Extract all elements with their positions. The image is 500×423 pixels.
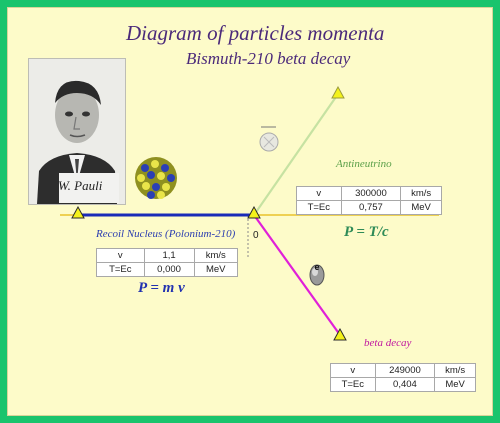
nucleus-formula: P = m v [138,280,185,296]
energy-value: 0,000 [143,262,195,277]
electron-icon [309,264,325,286]
nucleus-atom-icon [135,157,177,199]
table-row: T=Ec 0,404 MeV [330,377,476,392]
velocity-unit: km/s [400,186,442,201]
page-title: Diagram of particles momenta [126,21,385,45]
beta-label: beta decay [364,337,412,349]
beta-values-table: v 249000 km/s T=Ec 0,404 MeV [330,363,476,392]
energy-value: 0,757 [340,200,402,215]
velocity-label: v [96,248,145,263]
energy-unit: MeV [434,377,476,392]
nucleus-label: Recoil Nucleus (Polonium-210) [96,228,236,240]
velocity-label: v [296,186,342,201]
antineutrino-values-table: v 300000 km/s T=Ec 0,757 MeV [296,186,442,215]
nucleus-values-table: v 1,1 km/s T=Ec 0,000 MeV [96,248,239,277]
energy-value: 0,404 [374,377,436,392]
electron-symbol: e [314,262,319,272]
nucleus-handle[interactable] [71,205,85,219]
antineutrino-formula: P = T/c [344,224,389,240]
table-row: v 1,1 km/s [96,248,239,263]
velocity-unit: km/s [434,363,476,378]
portrait-photo [28,58,126,205]
page-subtitle: Bismuth-210 beta decay [186,49,351,68]
antineutrino-handle[interactable] [331,85,345,99]
velocity-value: 1,1 [143,248,195,263]
antineutrino-vector [253,93,339,216]
origin-label: 0 [253,230,259,241]
table-row: T=Ec 0,757 MeV [296,200,442,215]
energy-label: T=Ec [96,262,145,277]
velocity-unit: km/s [193,248,239,263]
table-row: T=Ec 0,000 MeV [96,262,239,277]
energy-label: T=Ec [330,377,376,392]
velocity-label: v [330,363,376,378]
origin-handle[interactable] [247,205,261,219]
diagram-panel: Diagram of particles momenta Bismuth-210… [7,7,493,416]
table-row: v 249000 km/s [330,363,476,378]
energy-unit: MeV [193,262,239,277]
velocity-value: 300000 [340,186,402,201]
velocity-value: 249000 [374,363,436,378]
antineutrino-icon [259,126,279,152]
antineutrino-label: Antineutrino [336,158,392,170]
beta-handle[interactable] [333,327,347,341]
signature: W. Pauli [58,178,103,193]
energy-label: T=Ec [296,200,342,215]
beta-vector [253,214,341,336]
portrait-image [29,59,125,204]
energy-unit: MeV [400,200,442,215]
table-row: v 300000 km/s [296,186,442,201]
momentum-diagram: e [60,85,439,341]
